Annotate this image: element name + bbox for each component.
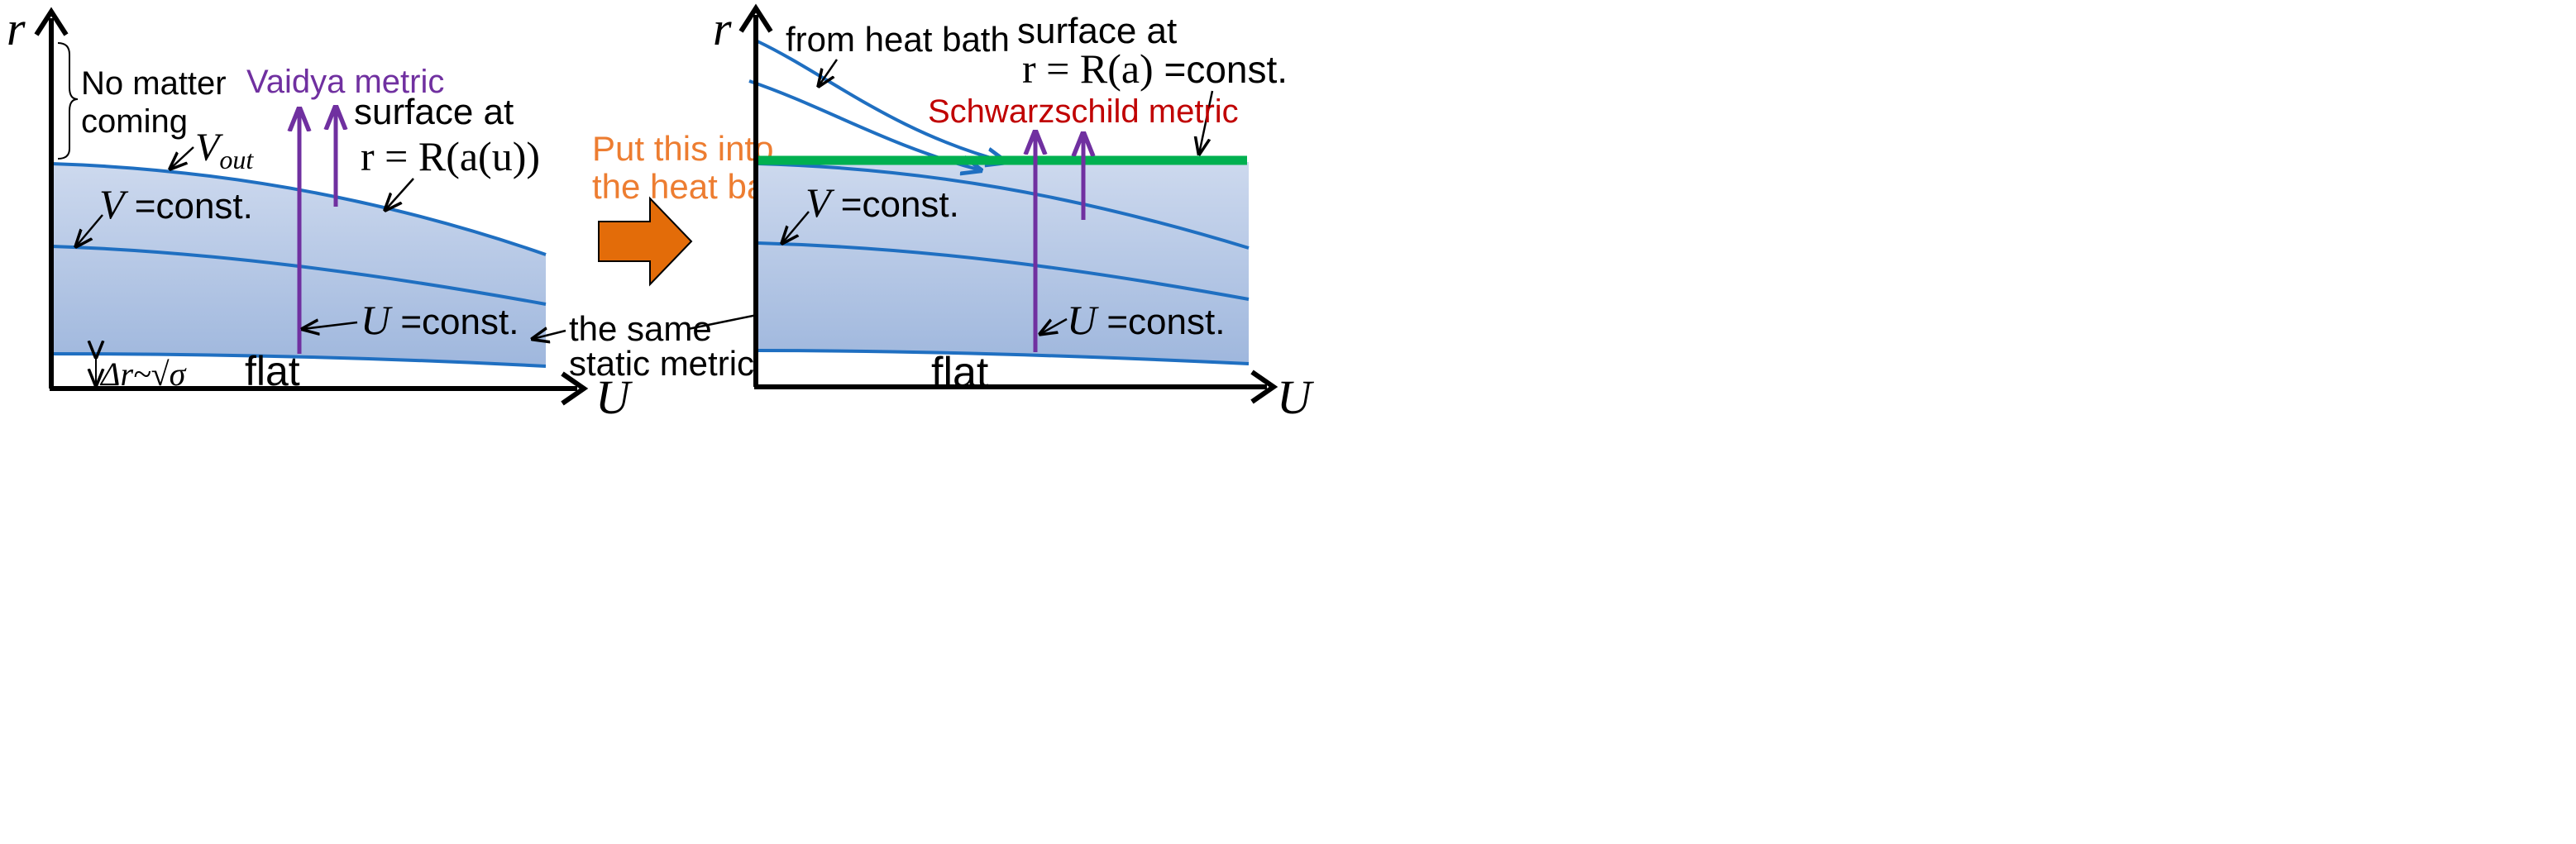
right-v-const-pointer	[782, 211, 810, 243]
left-v-const-curve	[50, 245, 547, 306]
right-u-const-pointer	[1040, 317, 1068, 334]
left-y-arrowhead	[34, 7, 69, 36]
left-vaidya-label: Vaidya metric	[246, 64, 444, 100]
left-bottom-curve	[50, 352, 547, 368]
heat-bath-curve-1	[757, 40, 1006, 162]
schwarzschild-label: Schwarzschild metric	[928, 93, 1239, 130]
left-vout-label: Vout	[195, 126, 254, 174]
left-panel: r U No matter coming Vout V =const. Vaid…	[7, 2, 633, 424]
right-surface-label-1: surface at	[1017, 11, 1177, 51]
big-orange-arrow	[598, 196, 693, 287]
left-vout-curve	[50, 162, 547, 256]
put-label-1: Put this into	[592, 129, 773, 168]
same-pointer-left	[533, 331, 566, 339]
right-v-const-curve	[757, 241, 1250, 301]
right-vout-curve	[757, 162, 1250, 250]
left-v-const-pointer	[76, 214, 103, 246]
left-axis-y-label: r	[7, 2, 26, 55]
left-delta-r-label: Δr~√σ	[99, 355, 187, 393]
left-brace-label-2: coming	[81, 103, 188, 140]
right-x-arrowhead	[1250, 370, 1278, 404]
left-u-const-pointer	[303, 322, 358, 329]
left-surface-pointer	[385, 178, 414, 210]
right-panel: r U from heat bath surface at r = R(a) =…	[713, 2, 1315, 424]
heat-bath-label: from heat bath	[786, 20, 1010, 59]
left-brace-label-1: No matter	[81, 65, 227, 102]
right-bottom-curve	[757, 349, 1250, 365]
right-u-const-label: U =const.	[1067, 297, 1225, 343]
left-vout-pointer	[170, 146, 194, 169]
left-v-const-label: V =const.	[99, 181, 253, 227]
same-label-2: static metric	[569, 344, 754, 383]
left-flat-label: flat	[245, 348, 300, 394]
left-surface-label-1: surface at	[354, 92, 514, 132]
left-u-const-label: U =const.	[361, 297, 519, 343]
heat-bath-pointer	[819, 59, 839, 86]
right-axis-x-label: U	[1277, 370, 1315, 424]
right-y-arrowhead	[738, 3, 773, 33]
right-v-const-label: V =const.	[805, 179, 959, 226]
left-brace	[57, 42, 79, 160]
left-surface-label-2: r = R(a(u))	[361, 133, 540, 179]
left-axis-x-label: U	[595, 370, 633, 424]
right-surface-label-2: r = R(a) =const.	[1022, 45, 1288, 92]
right-axis-y-label: r	[713, 2, 732, 55]
right-flat-label: flat	[931, 349, 989, 397]
left-x-arrowhead	[561, 371, 589, 406]
right-surface-pointer	[1199, 90, 1214, 154]
